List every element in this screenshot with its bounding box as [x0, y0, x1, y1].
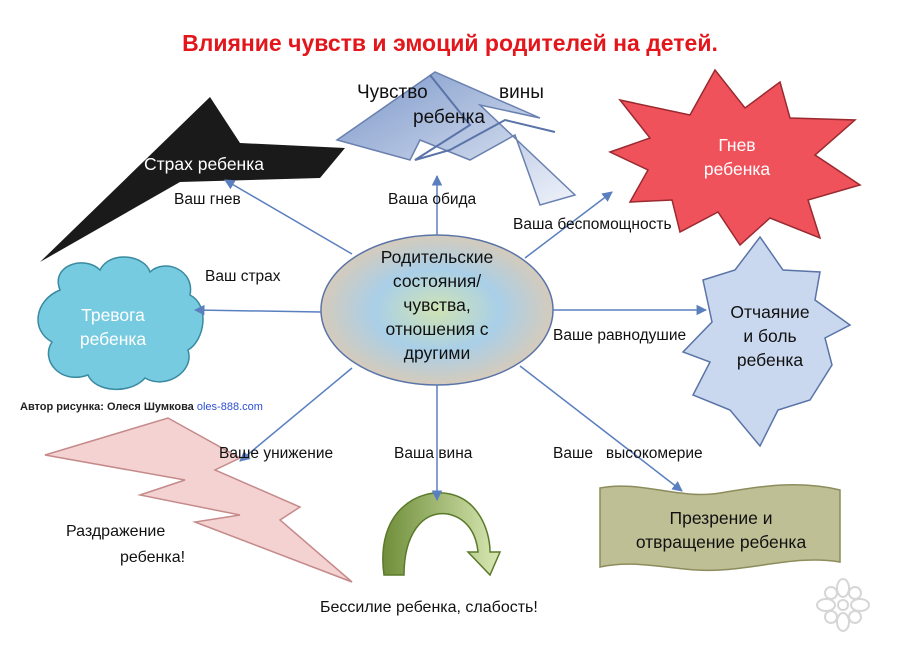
arrow-fear [193, 304, 322, 316]
edge-label-humiliation: Ваше унижение [219, 445, 334, 462]
node-guilt-label-a: Чувство [357, 82, 428, 103]
guilt-shape [335, 71, 577, 206]
edge-label-fear: Ваш страх [205, 268, 281, 285]
arrow-humiliation [239, 367, 353, 462]
center-line-2: состояния/ [392, 271, 482, 291]
anger-shape [608, 68, 862, 247]
fear-shape [40, 97, 345, 262]
node-anger-line-2: ребенка [703, 159, 771, 179]
node-contempt-line-2: отвращение ребенка [635, 532, 807, 552]
author-credit-text: Автор рисунка: Олеся Шумкова [20, 401, 194, 413]
node-guilt-label-c: ребенка [413, 107, 485, 128]
arrow-helplessness [524, 191, 613, 259]
edge-label-arrogance: Ваше высокомерие [553, 445, 703, 462]
center-line-4: отношения с [385, 319, 489, 339]
edge-label-guilt: Ваша вина [394, 445, 473, 462]
node-guilt-label-b: вины [499, 82, 544, 103]
node-despair-line-2: и боль [743, 326, 797, 346]
node-powerless-label: Бессилие ребенка, слабость! [320, 599, 538, 616]
node-anxiety-label: Тревога ребенка [58, 303, 168, 351]
node-anxiety-line-1: Тревога [81, 305, 145, 325]
arrow-arrogance [519, 365, 683, 492]
node-despair-line-1: Отчаяние [730, 302, 810, 322]
irritation-shape [44, 417, 353, 583]
node-despair-label: Отчаяние и боль ребенка [715, 300, 825, 372]
author-credit-site: oles-888.com [196, 401, 263, 413]
arrow-anger [224, 179, 353, 255]
node-anger-label: Гнев ребенка [682, 133, 792, 181]
contempt-shape [599, 483, 841, 572]
center-line-5: другими [403, 343, 471, 363]
edge-label-indifference: Ваше равнодушие [553, 327, 687, 344]
arrows-group [193, 174, 708, 502]
author-credit: Автор рисунка: Олеся Шумкова oles-888.co… [20, 401, 263, 413]
center-line-1: Родительские [380, 247, 494, 267]
node-fear-label: Страх ребенка [144, 154, 264, 174]
node-irritation-label-b: ребенка! [120, 549, 186, 566]
node-despair-line-3: ребенка [736, 350, 804, 370]
page-title: Влияние чувств и эмоций родителей на дет… [182, 30, 718, 56]
node-contempt-line-1: Презрение и [669, 508, 773, 528]
center-label: Родительские состояния/ чувства, отношен… [330, 245, 544, 365]
center-line-3: чувства, [403, 295, 471, 315]
edge-label-resentment: Ваша обида [388, 191, 477, 208]
node-anxiety-line-2: ребенка [79, 329, 147, 349]
anxiety-shape [37, 256, 204, 391]
flower-logo-icon [816, 578, 870, 632]
node-irritation-label-a: Раздражение [66, 523, 166, 540]
node-contempt-label: Презрение и отвращение ребенка [610, 506, 832, 554]
despair-shape [681, 235, 852, 448]
edge-label-helplessness: Ваша беспомощность [513, 216, 672, 233]
edge-label-anger: Ваш гнев [174, 191, 241, 208]
node-anger-line-1: Гнев [718, 135, 756, 155]
curve-arrow-shape [382, 492, 502, 577]
